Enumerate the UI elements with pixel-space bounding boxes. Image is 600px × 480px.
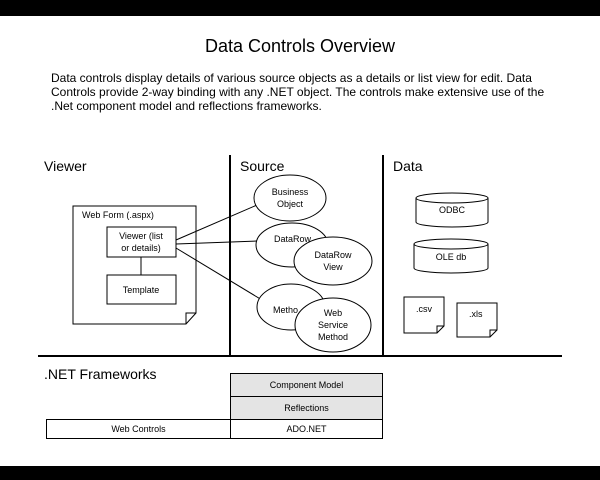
business-object-ellipse: Business Object [253, 174, 327, 222]
binding-line-business-object [175, 204, 258, 241]
svg-text:ODBC: ODBC [439, 205, 466, 215]
viewer-box-line2: or details) [121, 243, 161, 253]
svg-text:Web: Web [324, 308, 342, 318]
reflections-cell: Reflections [230, 396, 383, 420]
svg-text:Viewer (list: Viewer (list [119, 231, 163, 241]
svg-text:.xls: .xls [469, 309, 483, 319]
odbc-cylinder: ODBC [415, 192, 489, 228]
ado-net-cell: ADO.NET [230, 419, 383, 439]
template-box: Template [106, 274, 177, 305]
svg-text:Method: Method [318, 332, 348, 342]
svg-text:Metho: Metho [273, 305, 298, 315]
svg-text:Business: Business [272, 187, 309, 197]
bottom-black-bar [0, 466, 600, 480]
svg-text:.csv: .csv [416, 304, 433, 314]
frameworks-title: .NET Frameworks [44, 366, 157, 382]
viewer-box-line1: Viewer (list [119, 231, 163, 241]
section-viewer-label: Viewer [44, 158, 87, 174]
svg-text:or details): or details) [121, 243, 161, 253]
web-service-method-ellipse: Web Service Method [294, 297, 372, 353]
web-form-label: Web Form (.aspx) [82, 210, 154, 220]
datarow-view-ellipse: DataRow View [293, 236, 373, 286]
oledb-cylinder: OLE db [413, 238, 489, 274]
web-controls-cell: Web Controls [46, 419, 231, 439]
binding-line-datarow [175, 240, 258, 245]
section-source-label: Source [240, 158, 285, 174]
xls-file: .xls [456, 302, 498, 338]
svg-text:OLE db: OLE db [436, 252, 467, 262]
template-label: Template [123, 285, 160, 295]
viewer-box: Viewer (list or details) [106, 226, 177, 258]
top-black-bar [0, 0, 600, 16]
diagram-title: Data Controls Overview [204, 36, 396, 56]
svg-text:DataRow: DataRow [274, 234, 312, 244]
web-form-document: Web Form (.aspx) [72, 205, 197, 325]
svg-text:View: View [323, 262, 343, 272]
component-model-cell: Component Model [230, 373, 383, 397]
description-text: Data controls display details of various… [51, 71, 545, 113]
svg-text:DataRow: DataRow [314, 250, 352, 260]
binding-line-method [175, 247, 263, 301]
svg-text:Service: Service [318, 320, 348, 330]
section-data-label: Data [393, 158, 423, 174]
svg-text:Template: Template [123, 285, 160, 295]
svg-text:Object: Object [277, 199, 304, 209]
csv-file: .csv [403, 296, 445, 334]
